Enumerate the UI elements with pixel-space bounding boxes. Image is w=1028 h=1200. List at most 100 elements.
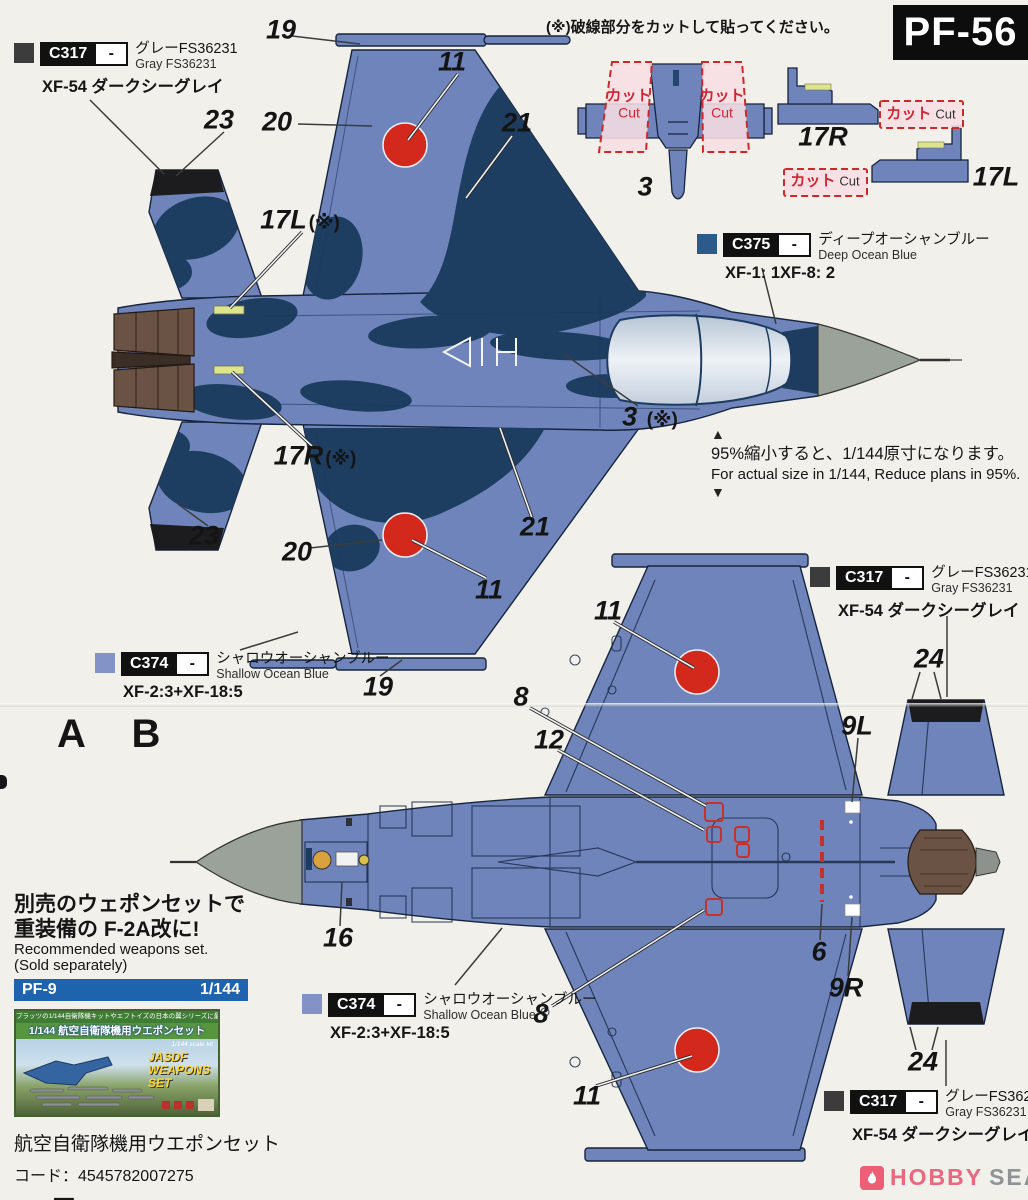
radome-bottom [194,819,303,905]
cut-tag-jp: カット [606,87,652,105]
stabilizer-black-tips [150,170,224,550]
paint-name-jp: グレーFS36231 [945,1089,1028,1105]
paint-mix-formula: XF-54 ダークシーグレイ [42,77,224,96]
part-label: 11 [474,574,504,605]
paint-code: C375 [723,233,780,257]
cut-tag-en: Cut [935,106,956,122]
part-label: 17R(※) [273,440,357,471]
paint-code: C374 [328,993,385,1017]
leader-lines [89,35,948,1086]
part-label: 3 (※) [622,401,678,432]
decal-strips-17 [213,305,245,375]
box-scale-text: 1/144 scale kit [171,1041,213,1048]
promo-subtext: Recommended weapons set. [14,941,209,958]
cut-tag-en: Cut [711,104,733,121]
paint-swatch [302,994,322,1014]
paint-name-jp: ディープオーシャンブルー [818,232,990,248]
paint-swatch [697,234,717,254]
box-art-graphics [22,1056,214,1111]
engine-exhaust-bottom [907,829,1001,895]
triangle-up-icon: ▲ [711,426,725,442]
paint-name-jp: グレーFS36231 [135,41,238,57]
product-code-bar: PF-9 1/144 [14,979,248,1001]
product-scale: 1/144 [199,981,240,998]
part-label: 6 [811,936,827,967]
paint-code: C374 [121,652,178,676]
refuel-markings [441,336,517,368]
cut-tag-jp: カット [699,87,745,105]
paint-name-en: Deep Ocean Blue [818,247,917,262]
leader-lines-cased [228,72,707,1088]
paint-dash: - [892,566,925,590]
part-label: 11 [437,46,467,77]
part-label: 17R [798,121,848,152]
cut-zones [597,61,964,197]
scale-note-en: For actual size in 1/144, Reduce plans i… [711,465,1021,483]
paint-code: C317 [40,42,97,66]
part-label: 23 [203,104,235,135]
part-label: 24 [913,643,945,674]
paint-code: C317 [836,566,893,590]
kit-number: PF-56 [903,10,1018,54]
paint-swatch [14,43,34,63]
part-label: 9R [828,972,864,1003]
paint-dash: - [384,993,417,1017]
cut-tag-jp: カット [886,105,932,123]
decal-position-marks [704,802,824,916]
paint-name-jp: シャロウオーシャンブルー [423,992,597,1008]
paint-mix-formula: XF-2:3+XF-18:5 [330,1023,450,1042]
part-label: 3 [637,171,653,202]
kit-number-badge: PF-56 [893,5,1028,60]
cut-tag-en: Cut [618,104,640,121]
promo-block: 別売のウェポンセットで 重装備の F-2A改に! Recommended wea… [14,892,281,1200]
roundels-bottom-view [674,649,720,1073]
price-value: 900円 [14,1189,75,1200]
paint-name-en: Shallow Ocean Blue [423,1007,536,1022]
part-label: 11 [593,595,623,626]
part-label: 8 [533,998,549,1029]
part-label: 20 [281,536,313,567]
hobbysearch-logo: HOBBY SEARCH [860,1164,1028,1191]
paper-fold-crease [0,703,1028,707]
paint-mix-formula: XF-54 ダークシーグレイ [852,1125,1028,1144]
paint-mix-formula: XF-1: 1XF-8: 2 [725,263,836,282]
cut-tag-jp: カット [790,172,836,190]
part-label: 21 [519,511,551,542]
product-price: 900円 (税抜) [14,1189,246,1200]
paint-dash: - [906,1090,939,1114]
paint-code: C317 [850,1090,907,1114]
section-label: A B [57,712,179,756]
part-label: 17L [972,161,1020,192]
roundels-top-view [382,122,428,558]
canopy [606,314,793,406]
product-box-image: プラッツの1/144自衛隊機キットやエフトイズの日本の翼シリーズに最適! 1/1… [14,1009,220,1117]
promo-headline: 別売のウェポンセットで [14,893,245,916]
promo-headline: 重装備の F-2A改に! [14,918,200,941]
part-label: 17L(※) [260,204,340,235]
part-label: 11 [572,1080,602,1111]
cut-note: (※)破線部分をカットして貼ってください。 [546,19,839,36]
nose-gear-bay [304,841,370,883]
part-label: 9L [841,710,873,741]
part-label: 21 [501,107,533,138]
edge-mark [0,775,7,789]
paint-dash: - [177,652,210,676]
top-view-diagram [117,33,819,671]
hobbysearch-flame-icon [860,1165,884,1190]
product-name: 航空自衛隊機用ウエポンセット [14,1134,281,1155]
part-label: 23 [188,520,220,551]
paint-name-jp: シャロウオーシャンブルー [216,651,390,667]
part-label: 16 [322,922,354,953]
engine-exhaust [111,307,195,413]
product-jan-code: コード：4545782007275 [14,1168,194,1185]
paint-name-en: Shallow Ocean Blue [216,666,329,681]
product-code: PF-9 [22,981,57,998]
